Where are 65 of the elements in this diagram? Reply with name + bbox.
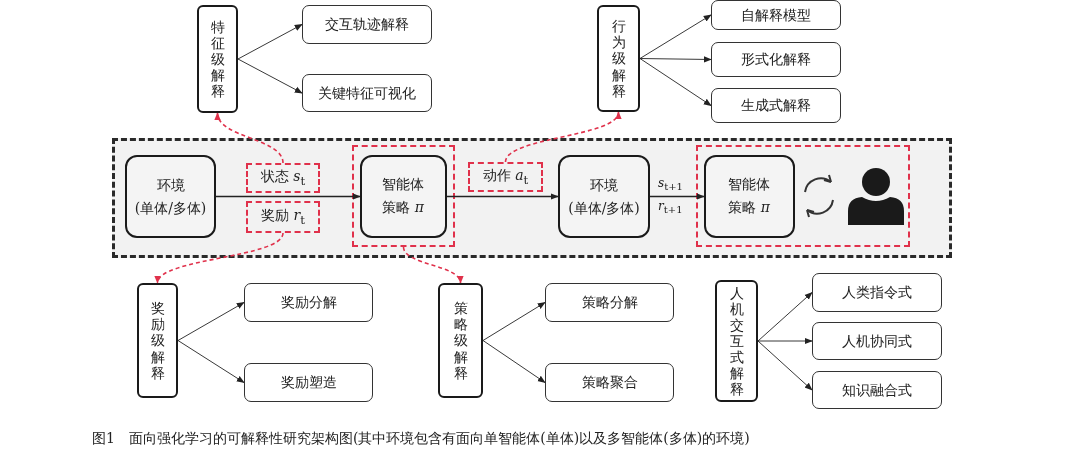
process-box [703,154,795,238]
vertical-title-box [197,5,238,113]
dashed-arrow [402,246,462,284]
process-box [558,155,650,238]
variable-label: s$_{t+1}$ [658,176,683,193]
node-text: 人类指令式 [842,284,912,301]
vertical-title-box [137,283,178,398]
dashed-band [112,138,952,258]
node-text: 知识融合式 [842,381,912,399]
category-box [302,5,432,44]
dashed-arrow [215,112,284,164]
vertical-title-box [715,280,758,402]
dashed-arrow [156,232,284,284]
process-box [125,155,216,238]
process-box [359,154,447,238]
arrow [446,193,559,200]
node-text: 策略分解 [581,294,638,311]
figure-caption: 图1 面向强化学习的可解释性研究架构图(其中环境包含有面向单智能体(单体)以及多智能体(多体)的环境) [92,430,750,448]
node-text: 策略级解释 [453,300,468,381]
node-text: 奖励分解 [280,294,337,311]
node-text: 关键特征可视化 [318,84,416,102]
node-text: 动作 a$_{t}$ [482,167,529,187]
vertical-title-box [597,5,640,112]
highlight-box [468,162,543,192]
node-text: 人机协同式 [842,332,912,350]
node-text: 奖励 r$_{t}$ [261,207,305,227]
node-text: 策略聚合 [581,374,638,391]
category-box [545,363,674,402]
highlight-frame [352,145,455,247]
category-box [711,88,841,123]
node-text: 智能体 [382,176,424,193]
dashed-arrow [504,111,620,163]
node-text: 人机交互式解释 [729,284,744,398]
node-text: 状态 s$_{t}$ [260,168,306,188]
node-text: 自解释模型 [741,6,811,24]
category-box [812,273,942,312]
node-text: 智能体 [728,176,770,193]
highlight-box [246,201,320,233]
category-box [244,363,373,402]
node-text: (单体/多体) [568,199,640,217]
node-text: 奖励塑造 [280,374,337,391]
node-text: 生成式解释 [741,97,811,114]
node-text: 行为级解释 [611,18,626,99]
node-text: 奖励级解释 [150,300,165,381]
category-box [711,0,841,30]
category-box [545,283,674,322]
arrow [215,193,361,200]
category-box [244,283,373,322]
node-text: 交互轨迹解释 [325,16,409,33]
category-box [711,42,841,77]
node-text: 形式化解释 [741,51,811,68]
vertical-title-box [438,283,483,398]
highlight-box [246,163,320,193]
node-text: 环境 [156,176,185,194]
highlight-frame [696,145,910,247]
node-text: 特征级解释 [210,18,225,100]
category-box [812,371,942,409]
node-text: 环境 [590,176,618,194]
category-box [302,74,432,112]
category-box [812,322,942,360]
node-text: (单体/多体) [134,199,207,217]
node-text: 策略 π [382,199,424,216]
variable-label: r$_{t+1}$ [658,199,683,216]
arrow [649,193,705,200]
node-text: 策略 π [728,199,770,216]
